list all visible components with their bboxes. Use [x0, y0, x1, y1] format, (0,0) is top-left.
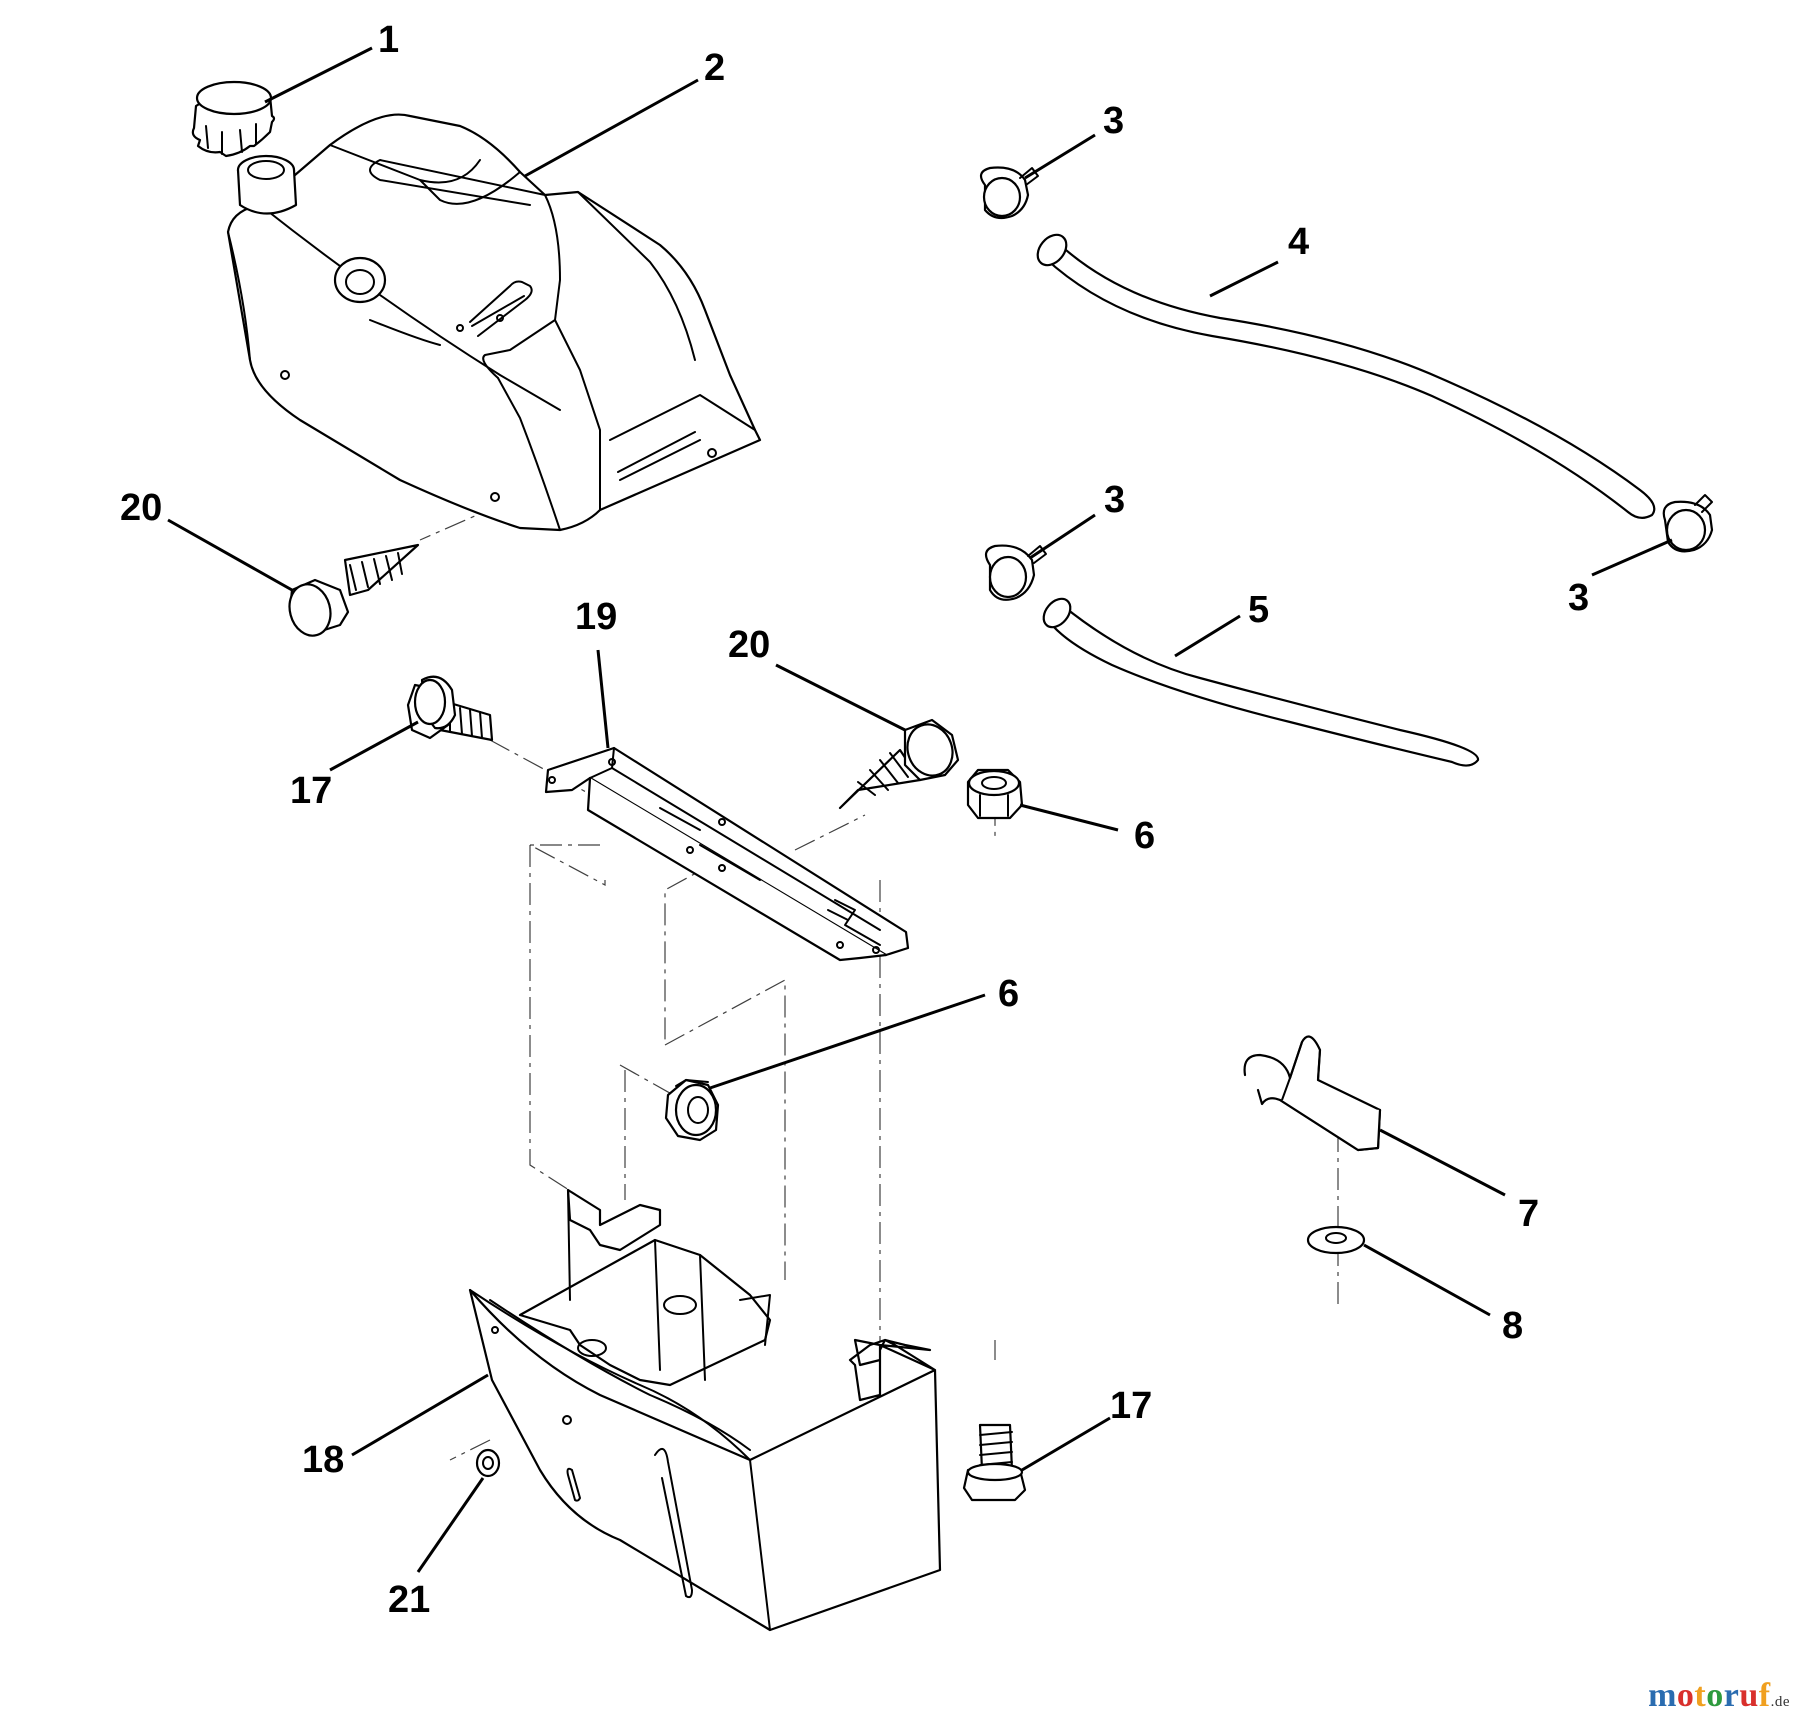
logo-wordmark: motoruf [1648, 1677, 1771, 1714]
tapping-screw-center [838, 718, 960, 810]
callout-4: 4 [1288, 221, 1309, 263]
fuel-cap-part [191, 80, 276, 158]
callout-7: 7 [1518, 1193, 1539, 1235]
fuel-line-short-part [1042, 597, 1480, 767]
logo-letter: o [1676, 1677, 1695, 1714]
callout-17b: 17 [1110, 1385, 1152, 1427]
callout-18: 18 [302, 1439, 344, 1481]
hose-clamp-top [979, 166, 1039, 220]
bolt-upper [406, 675, 494, 742]
leader-lines [167, 46, 1673, 1573]
callout-3c: 3 [1568, 577, 1589, 619]
logo-letter: f [1758, 1677, 1771, 1714]
callout-21: 21 [388, 1579, 430, 1621]
callout-3b: 3 [1104, 479, 1125, 521]
logo-letter: u [1739, 1677, 1759, 1714]
fuel-tank-part [226, 113, 762, 532]
logo-letter: t [1694, 1677, 1707, 1714]
bracket-rail-part [544, 746, 910, 962]
callout-labels: 1 2 3 4 3 3 5 20 19 20 17 6 6 7 8 17 18 … [120, 19, 1589, 1621]
callout-20b: 20 [728, 624, 770, 666]
tray-part [468, 1188, 942, 1632]
bolt-lower [962, 1423, 1027, 1502]
logo-letter: r [1723, 1677, 1740, 1714]
line-clamp-part [1243, 1035, 1382, 1152]
callout-5: 5 [1248, 589, 1269, 631]
hose-clamp-middle [984, 544, 1047, 601]
callout-17a: 17 [290, 770, 332, 812]
callout-2: 2 [704, 47, 725, 89]
tapping-screw-left [288, 543, 420, 637]
callout-20a: 20 [120, 487, 162, 529]
hose-clamp-right [1662, 494, 1714, 553]
fuel-line-long-part [1036, 233, 1656, 519]
site-logo: motoruf.de [1648, 1677, 1790, 1715]
callout-8: 8 [1502, 1305, 1523, 1347]
callout-6a: 6 [1134, 815, 1155, 857]
hex-nut-upper [966, 768, 1024, 820]
callout-3a: 3 [1103, 100, 1124, 142]
logo-letter: m [1648, 1677, 1677, 1714]
logo-letter: o [1706, 1677, 1724, 1714]
callout-19: 19 [575, 596, 617, 638]
hex-nut-lower [664, 1078, 720, 1142]
logo-tld: .de [1770, 1694, 1790, 1710]
callout-1: 1 [378, 19, 399, 61]
washer-part [1306, 1225, 1366, 1255]
speed-nut-part [475, 1448, 501, 1478]
callout-6b: 6 [998, 973, 1019, 1015]
